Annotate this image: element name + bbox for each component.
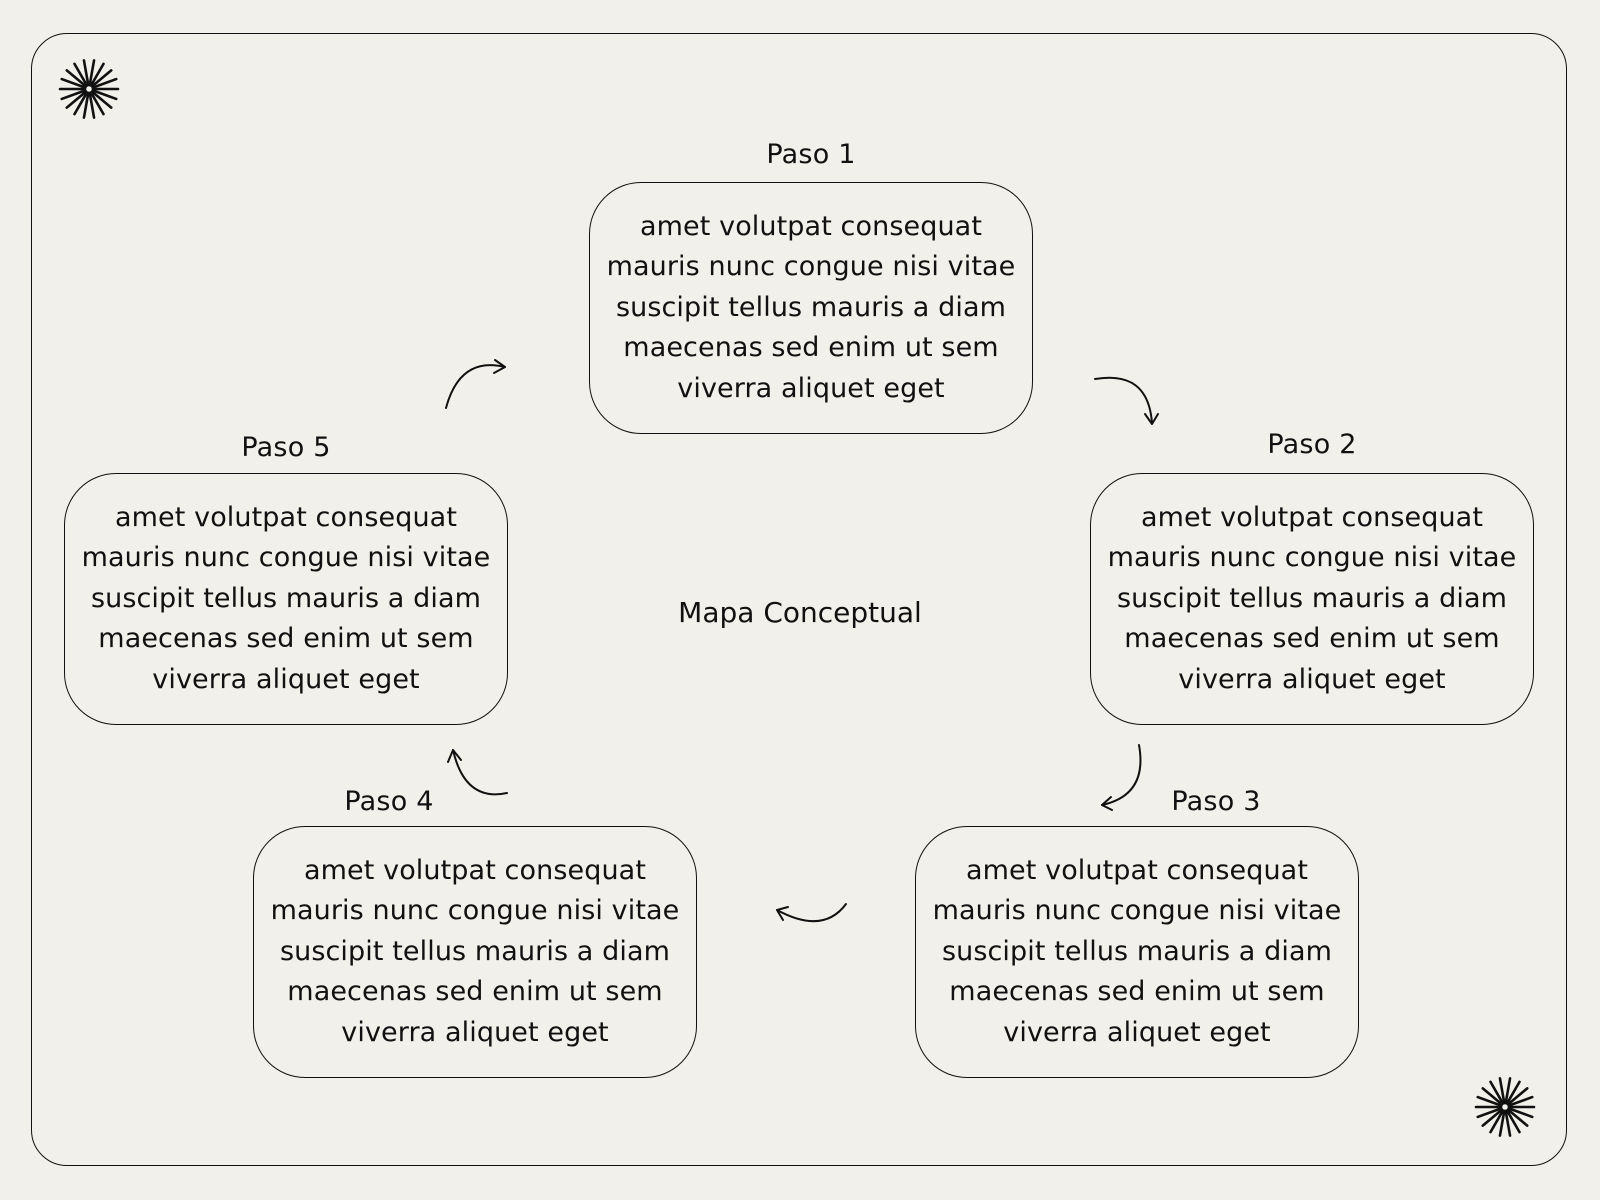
starburst-ray — [89, 62, 105, 87]
starburst-ray — [1507, 1107, 1534, 1119]
starburst-ray — [1505, 1109, 1521, 1134]
starburst-ray — [1489, 1109, 1505, 1134]
starburst-ray — [65, 69, 88, 88]
starburst-ray — [73, 62, 89, 87]
step-label-paso-2: Paso 2 — [1267, 429, 1357, 460]
starburst-ray — [82, 59, 90, 87]
step-text: amet volutpat consequat mauris nunc cong… — [270, 854, 680, 1048]
starburst-ray — [1481, 1087, 1504, 1106]
step-label-paso-4: Paso 4 — [344, 786, 434, 817]
starburst-ray — [90, 69, 113, 88]
starburst-ray — [1506, 1108, 1529, 1127]
starburst-ray — [1476, 1095, 1503, 1107]
step-box-paso-3: amet volutpat consequat mauris nunc cong… — [915, 826, 1359, 1078]
starburst-ray — [88, 59, 96, 87]
step-label-paso-1: Paso 1 — [766, 139, 856, 170]
starburst-ray — [1476, 1107, 1503, 1119]
starburst-ray — [88, 91, 96, 119]
step-text: amet volutpat consequat mauris nunc cong… — [81, 501, 491, 695]
starburst-ray — [90, 90, 113, 109]
starburst-ray — [82, 91, 90, 119]
starburst-icon — [58, 59, 120, 119]
step-text: amet volutpat consequat mauris nunc cong… — [932, 854, 1342, 1048]
diagram-title: Mapa Conceptual — [678, 596, 922, 629]
step-text: amet volutpat consequat mauris nunc cong… — [606, 210, 1016, 404]
starburst-ray — [91, 77, 118, 89]
starburst-ray — [89, 91, 105, 116]
starburst-ray — [73, 91, 89, 116]
starburst-ray — [1504, 1109, 1512, 1137]
starburst-ray — [1489, 1080, 1505, 1105]
step-box-paso-1: amet volutpat consequat mauris nunc cong… — [589, 182, 1033, 434]
starburst-ray — [91, 89, 118, 101]
step-text: amet volutpat consequat mauris nunc cong… — [1107, 501, 1517, 695]
starburst-ray — [1505, 1080, 1521, 1105]
starburst-ray — [1506, 1087, 1529, 1106]
starburst-ray — [1498, 1077, 1506, 1105]
starburst-icon — [1474, 1077, 1536, 1137]
diagram-frame — [31, 33, 1567, 1166]
step-label-paso-5: Paso 5 — [241, 432, 331, 463]
starburst-ray — [1504, 1077, 1512, 1105]
starburst-ray — [1507, 1095, 1534, 1107]
starburst-ray — [65, 90, 88, 109]
step-label-paso-3: Paso 3 — [1171, 786, 1261, 817]
starburst-ray — [1481, 1108, 1504, 1127]
starburst-ray — [60, 77, 87, 89]
step-box-paso-4: amet volutpat consequat mauris nunc cong… — [253, 826, 697, 1078]
step-box-paso-2: amet volutpat consequat mauris nunc cong… — [1090, 473, 1534, 725]
step-box-paso-5: amet volutpat consequat mauris nunc cong… — [64, 473, 508, 725]
starburst-ray — [1498, 1109, 1506, 1137]
starburst-ray — [60, 89, 87, 101]
